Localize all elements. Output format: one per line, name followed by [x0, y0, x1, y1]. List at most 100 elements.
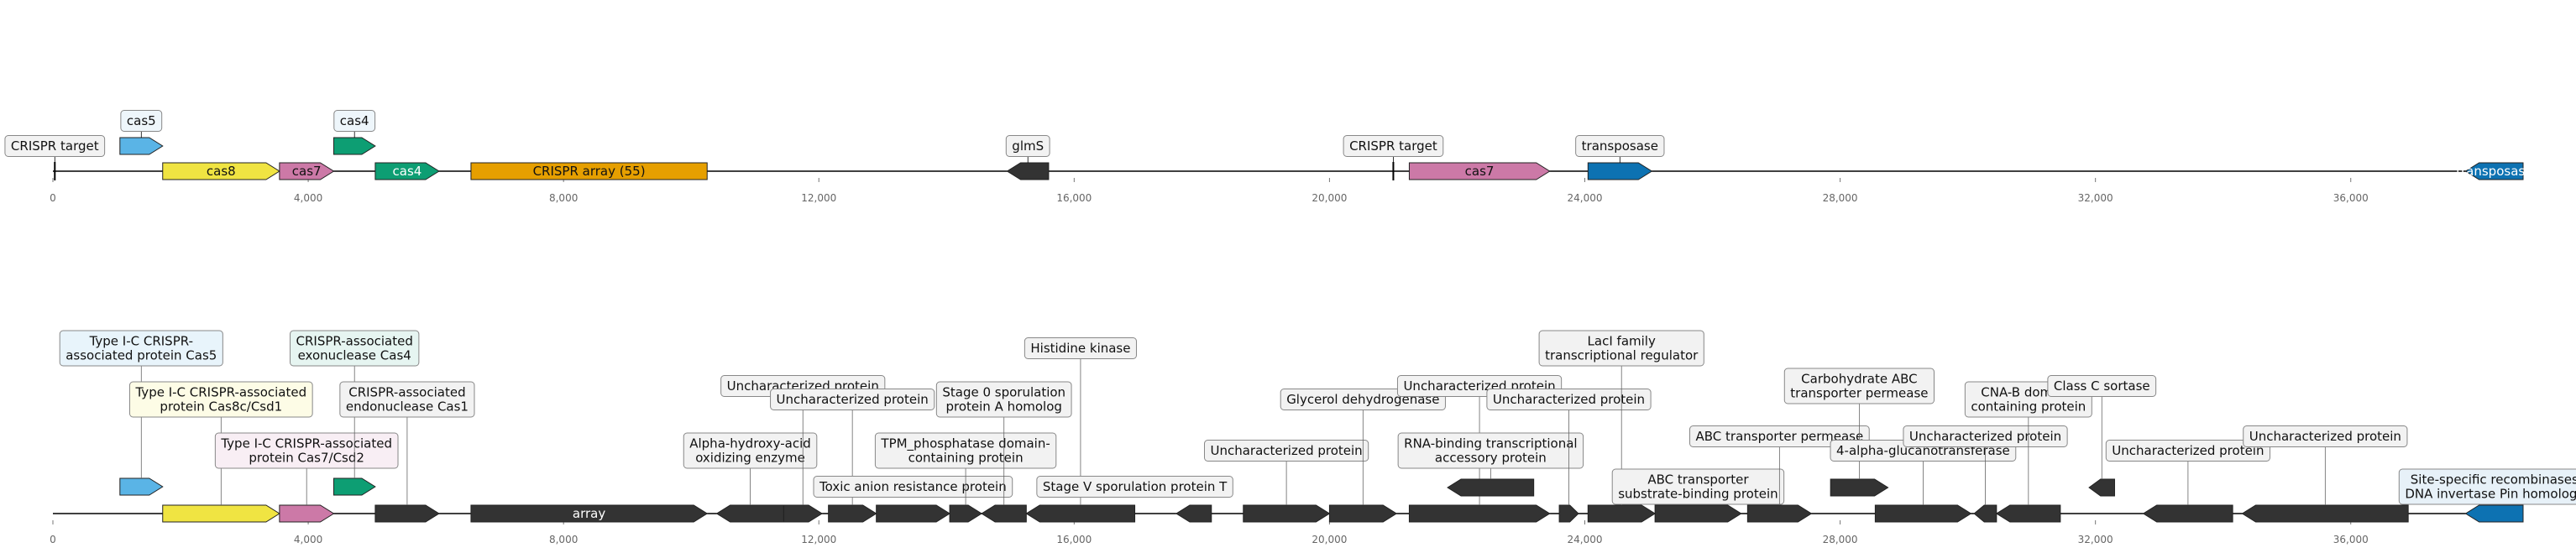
axis-tick-label: 28,000	[1823, 192, 1858, 204]
axis-tick-label: 8,000	[549, 534, 578, 545]
gene-annotation-box: Uncharacterized protein	[770, 389, 935, 410]
svg-text:Uncharacterized protein: Uncharacterized protein	[777, 392, 929, 407]
svg-text:Histidine kinase: Histidine kinase	[1030, 341, 1130, 356]
gene-arrow-cas5	[119, 137, 164, 155]
axis-tick-label: 12,000	[801, 192, 836, 204]
crispr-target-label: CRISPR target	[4, 135, 106, 157]
axis-tick-label: 20,000	[1312, 534, 1347, 545]
axis-tick-label: 36,000	[2333, 534, 2369, 545]
svg-text:CRISPR-associated: CRISPR-associated	[348, 385, 465, 400]
gene-arrow	[1447, 478, 1535, 497]
gene-label-box: glmS	[1005, 135, 1050, 157]
gene-annotation-box: Class C sortase	[2047, 375, 2157, 397]
svg-text:Site-specific recombinases: Site-specific recombinases	[2411, 472, 2576, 488]
axis-tick-label: 16,000	[1056, 192, 1092, 204]
svg-text:Uncharacterized protein: Uncharacterized protein	[1210, 443, 1362, 458]
gene-annotation-box: Uncharacterized protein	[1903, 425, 2068, 447]
svg-text:containing protein: containing protein	[908, 451, 1024, 466]
gene-arrow	[2241, 504, 2409, 523]
gene-label: cas4	[393, 164, 422, 179]
gene-arrow-cas7	[279, 162, 335, 180]
svg-text:Type I-C CRISPR-: Type I-C CRISPR-	[89, 334, 193, 349]
gene-arrow	[1025, 504, 1136, 523]
gene-arrow-cas7	[1408, 162, 1551, 180]
gene-annotation-box: Toxic anion resistance protein	[813, 476, 1013, 498]
svg-text:accessory protein: accessory protein	[1435, 451, 1547, 466]
gene-arrow	[1328, 504, 1398, 523]
gene-arrow-cas4	[332, 137, 376, 155]
gene-annotation-box: Uncharacterized protein	[1486, 389, 1652, 410]
gene-arrow	[1995, 504, 2061, 523]
axis-tick-label: 12,000	[801, 534, 836, 545]
gene-arrow	[119, 477, 164, 496]
axis-tick-label: 4,000	[294, 192, 322, 204]
gene-label-box: cas4	[333, 110, 376, 132]
svg-text:cas4: cas4	[340, 113, 369, 128]
svg-text:Uncharacterized protein: Uncharacterized protein	[2249, 429, 2401, 444]
svg-text:TPM_phosphatase domain-: TPM_phosphatase domain-	[880, 436, 1050, 452]
gene-annotation-box: Histidine kinase	[1024, 337, 1137, 359]
svg-text:Toxic anion resistance protein: Toxic anion resistance protein	[819, 479, 1007, 494]
svg-text:associated protein Cas5: associated protein Cas5	[65, 348, 217, 363]
svg-text:transcriptional regulator: transcriptional regulator	[1545, 348, 1699, 363]
svg-text:Uncharacterized protein: Uncharacterized protein	[2112, 443, 2264, 458]
gene-label-box: transposase	[1575, 135, 1665, 157]
svg-text:oxidizing enzyme: oxidizing enzyme	[695, 451, 805, 466]
gene-arrow	[279, 504, 335, 523]
gene-label: cas8	[207, 164, 236, 179]
gene-arrow-transposase	[1587, 162, 1653, 180]
svg-text:Type I-C CRISPR-associated: Type I-C CRISPR-associated	[134, 385, 306, 400]
axis-tick-label: 32,000	[2078, 534, 2113, 545]
axis-tick-label: 24,000	[1567, 192, 1602, 204]
gene-arrow	[715, 504, 784, 523]
svg-text:containing protein: containing protein	[1971, 399, 2086, 415]
gene-arrow-crispr-array-55-	[470, 162, 708, 180]
gene-arrow	[981, 504, 1027, 523]
svg-text:cas5: cas5	[127, 113, 156, 128]
svg-text:Alpha-hydroxy-acid: Alpha-hydroxy-acid	[689, 436, 811, 451]
axis-tick-label: 32,000	[2078, 192, 2113, 204]
gene-arrow	[828, 504, 877, 523]
axis-tick-label: 28,000	[1823, 534, 1858, 545]
svg-text:DNA invertase Pin homologs: DNA invertase Pin homologs	[2405, 487, 2576, 502]
gene-arrow-glms	[1006, 162, 1050, 180]
gene-arrow-cas4	[374, 162, 440, 180]
svg-text:protein A homolog: protein A homolog	[945, 399, 1061, 415]
svg-text:ABC transporter permease: ABC transporter permease	[1695, 429, 1863, 444]
gene-arrow-transposase	[2464, 162, 2524, 180]
svg-text:Stage V sporulation protein T: Stage V sporulation protein T	[1043, 479, 1228, 494]
svg-text:CRISPR-associated: CRISPR-associated	[296, 334, 413, 349]
gene-arrow	[783, 504, 823, 523]
gene-arrow	[1408, 504, 1551, 523]
svg-text:Stage 0 sporulation: Stage 0 sporulation	[942, 385, 1065, 400]
axis-tick-label: 24,000	[1567, 534, 1602, 545]
axis-tick-label: 0	[50, 534, 56, 545]
svg-text:Uncharacterized protein: Uncharacterized protein	[1493, 392, 1645, 407]
gene-label: CRISPR array (55)	[533, 164, 646, 179]
gene-arrow	[949, 504, 983, 523]
axis-tick-label: 36,000	[2333, 192, 2369, 204]
svg-text:Class C sortase: Class C sortase	[2054, 378, 2150, 394]
gene-annotation-box: Type I-C CRISPR-associated protein Cas5	[59, 330, 223, 367]
gene-arrow	[876, 504, 951, 523]
gene-arrow	[2464, 504, 2524, 523]
svg-text:Carbohydrate ABC: Carbohydrate ABC	[1801, 372, 1917, 387]
svg-text:ABC transporter: ABC transporter	[1647, 472, 1749, 488]
axis-tick-label: 4,000	[294, 534, 322, 545]
axis-tick-label: 16,000	[1056, 534, 1092, 545]
gene-arrow	[1587, 504, 1657, 523]
gene-arrow	[162, 504, 280, 523]
svg-text:endonuclease Cas1: endonuclease Cas1	[346, 399, 469, 415]
svg-text:Uncharacterized protein: Uncharacterized protein	[1909, 429, 2061, 444]
gene-arrow-cas8	[162, 162, 280, 180]
gene-arrow	[1243, 504, 1331, 523]
gene-arrow	[374, 504, 440, 523]
